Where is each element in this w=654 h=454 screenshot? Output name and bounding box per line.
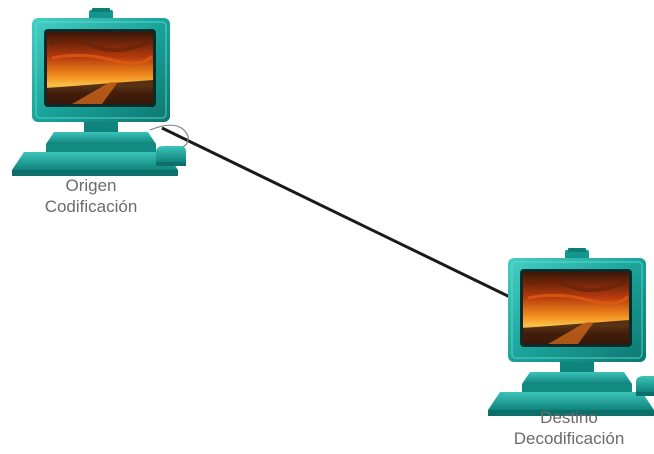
origin-label: Origen Codificación [16, 175, 166, 217]
destination-mouse-icon [636, 376, 654, 396]
origin-label-line1: Origen [65, 176, 117, 195]
destination-label: Destino Decodificación [484, 407, 654, 449]
origin-computer-icon[interactable] [10, 6, 180, 178]
network-link [161, 126, 513, 300]
origin-mouse-icon [156, 146, 186, 166]
destination-label-line1: Destino [540, 408, 598, 427]
destination-label-line2: Decodificación [513, 429, 625, 448]
origin-label-line2: Codificación [44, 197, 138, 216]
destination-computer-icon[interactable] [486, 246, 654, 418]
